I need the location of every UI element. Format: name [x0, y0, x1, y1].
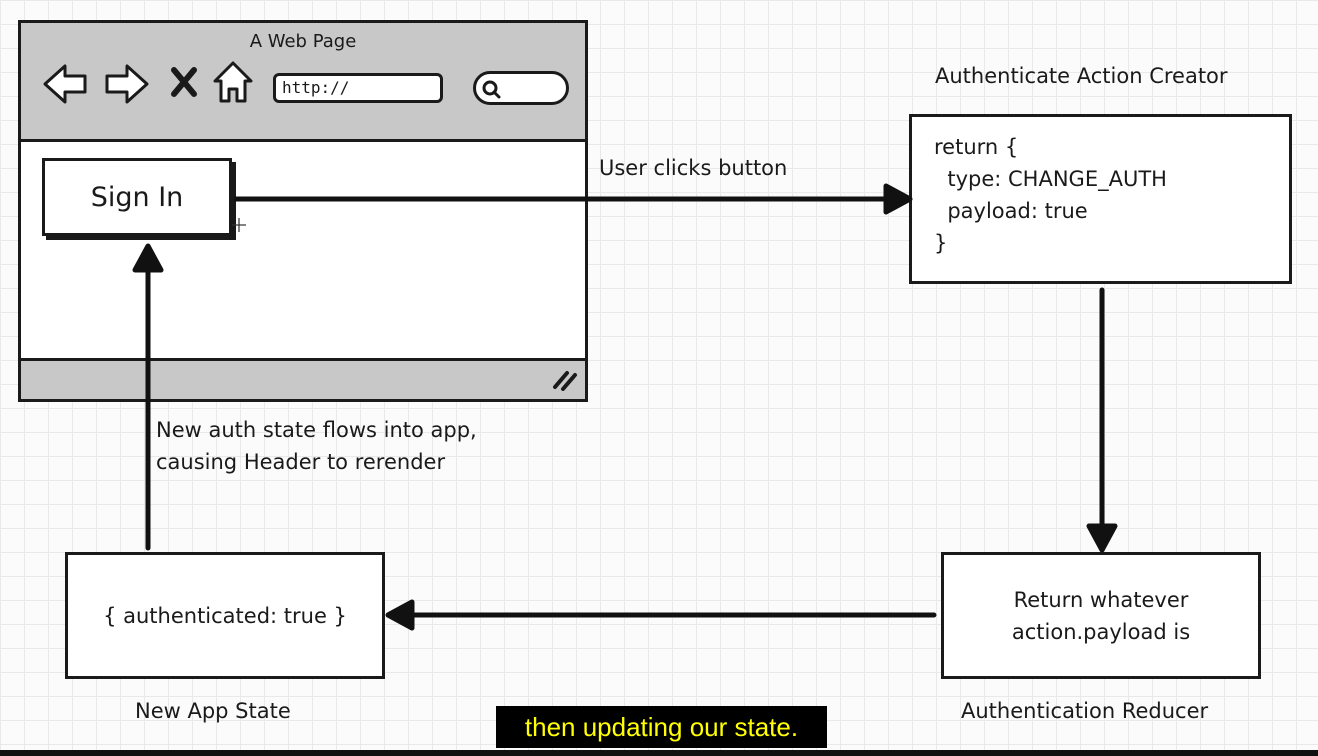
search-input[interactable] [473, 71, 569, 105]
close-icon[interactable] [169, 65, 199, 99]
browser-window: A Web Page http:// [18, 20, 588, 402]
url-input[interactable]: http:// [273, 73, 443, 103]
sign-in-button[interactable]: Sign In [42, 158, 232, 236]
arrowhead-reducer [1086, 523, 1118, 553]
arrowhead-app-state [385, 599, 415, 631]
subtitle-caption: then updating our state. [496, 706, 827, 748]
reducer-body: Return whatever action.payload is [1011, 587, 1191, 644]
app-state-box: { authenticated: true } [65, 552, 385, 679]
arrowhead-action-creator [883, 183, 913, 215]
return-flow-label-line1: New auth state flows into app, [156, 418, 477, 442]
browser-toolbar: A Web Page http:// [21, 23, 585, 142]
app-state-title: New App State [135, 699, 291, 723]
search-icon [482, 80, 501, 99]
back-arrow-icon[interactable] [41, 61, 89, 107]
return-flow-label-line2: causing Header to rerender [156, 450, 446, 474]
action-creator-code: return { type: CHANGE_AUTH payload: true… [934, 135, 1167, 255]
reducer-title: Authentication Reducer [961, 699, 1209, 723]
cursor-crosshair-icon [232, 218, 246, 232]
action-creator-title: Authenticate Action Creator [935, 64, 1228, 88]
resize-grip-icon[interactable] [551, 367, 579, 391]
browser-status-bar [21, 358, 585, 399]
reducer-box: Return whatever action.payload is [941, 552, 1261, 679]
bottom-edge [0, 750, 1318, 756]
browser-title: A Web Page [249, 31, 357, 52]
forward-arrow-icon[interactable] [103, 61, 151, 107]
app-state-body: { authenticated: true } [103, 603, 347, 628]
home-icon[interactable] [211, 59, 255, 105]
click-flow-label: User clicks button [599, 156, 788, 180]
arrowhead-sign-in [132, 243, 164, 273]
